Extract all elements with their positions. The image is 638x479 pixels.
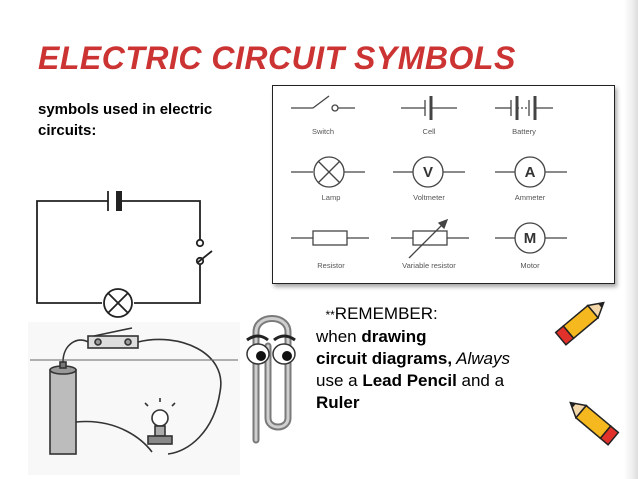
note-line-circuit: circuit diagrams, Always xyxy=(316,349,511,368)
symbol-label-voltmeter: Voltmeter xyxy=(413,193,445,202)
clippy-icon xyxy=(246,315,296,444)
intro-text: symbols used in electric circuits: xyxy=(38,99,258,141)
note-line-ruler: Ruler xyxy=(316,393,360,412)
cell-icon xyxy=(401,96,457,120)
symbol-label-resistor: Resistor xyxy=(317,261,345,270)
circuit-photo xyxy=(28,322,240,475)
switch-icon xyxy=(291,95,355,112)
symbol-label-cell: Cell xyxy=(423,127,436,136)
voltmeter-glyph: V xyxy=(423,164,433,181)
variable-resistor-icon xyxy=(391,218,469,259)
note-line-when: when drawing xyxy=(316,327,427,346)
symbol-label-battery: Battery xyxy=(512,127,536,136)
pencil-icon xyxy=(554,301,605,346)
battery-icon xyxy=(495,96,553,120)
intro-line-2: circuits: xyxy=(38,122,97,139)
symbol-label-lamp: Lamp xyxy=(322,193,341,202)
symbol-label-switch: Switch xyxy=(312,127,334,136)
symbol-reference-panel: V A M Switch Cell Battery Lamp Voltmeter… xyxy=(272,85,615,284)
ammeter-glyph: A xyxy=(525,164,536,181)
slide-title: ELECTRIC CIRCUIT SYMBOLS xyxy=(38,40,516,76)
motor-glyph: M xyxy=(524,230,537,247)
resistor-icon xyxy=(291,230,369,246)
note-line-use: use a Lead Pencil and a xyxy=(316,371,505,390)
intro-line-1: symbols used in electric xyxy=(38,101,213,118)
motor-icon xyxy=(495,222,567,254)
slide-edge-shading xyxy=(624,0,638,479)
note-line-remember: **REMEMBER: xyxy=(325,304,438,323)
circuit-diagram xyxy=(36,191,213,318)
symbol-label-variable-resistor: Variable resistor xyxy=(402,261,456,270)
voltmeter-icon xyxy=(393,156,465,188)
reminder-note: **REMEMBER: when drawing circuit diagram… xyxy=(316,303,576,414)
symbol-label-ammeter: Ammeter xyxy=(515,193,546,202)
symbol-label-motor: Motor xyxy=(520,261,540,270)
cell-negative-plate xyxy=(116,191,122,211)
lamp-icon xyxy=(291,156,365,188)
pencil-icon-2 xyxy=(569,401,620,446)
ammeter-icon xyxy=(495,156,567,188)
